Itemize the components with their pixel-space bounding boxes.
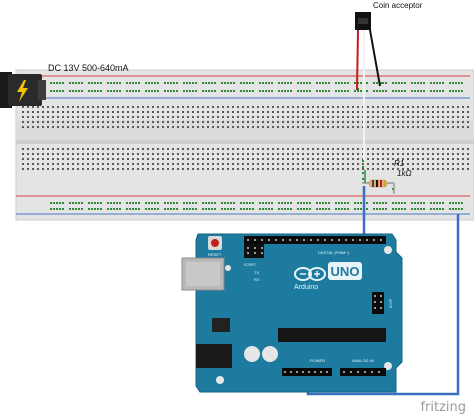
silk-power: POWER [310,358,325,363]
breadboard [15,69,474,221]
resistor-name-label: R1 [394,159,404,168]
silk-icsp2: ICSP2 [244,262,256,267]
breadboard-holes [22,82,469,210]
dc-power-jack [0,72,46,108]
arduino-logo-icon [294,267,326,281]
silk-rx: RX [254,277,260,282]
silk-reset: RESET [208,252,222,257]
center-channel [16,140,474,144]
dc-jack-arduino [196,344,232,368]
power-header [282,368,332,376]
uno-logo-text: UNO [331,264,360,279]
resistor-value-label: 1kΩ [397,169,412,178]
coin-acceptor [355,12,381,160]
arduino-brand-text: Arduino [294,284,318,291]
resistor-r1 [362,179,395,194]
dc-power-label: DC 13V 500-640mA [48,63,129,73]
fritzing-watermark: fritzing [420,400,466,415]
analog-header [340,368,386,376]
voltage-regulator [212,318,230,332]
coin-acceptor-label: Coin acceptor [373,1,423,10]
silk-analog-in: ANALOG IN [352,358,374,363]
coin-acceptor-black-wire [369,29,381,87]
lightning-icon [17,80,28,102]
arduino-uno-board: UNO Arduino RESET ICSP2 TX RX DIGITAL (P… [181,233,403,393]
coin-acceptor-red-wire [356,29,359,91]
silk-digital: DIGITAL (PWM~) [318,250,350,255]
pcb-mounting-details [247,239,382,373]
digital-header [244,236,386,244]
capacitor-left [244,346,260,362]
atmega-chip [278,328,386,342]
icsp-header [372,292,384,314]
capacitor-right [262,346,278,362]
silk-tx: TX [254,270,259,275]
silk-icsp: ICSP [388,298,393,308]
